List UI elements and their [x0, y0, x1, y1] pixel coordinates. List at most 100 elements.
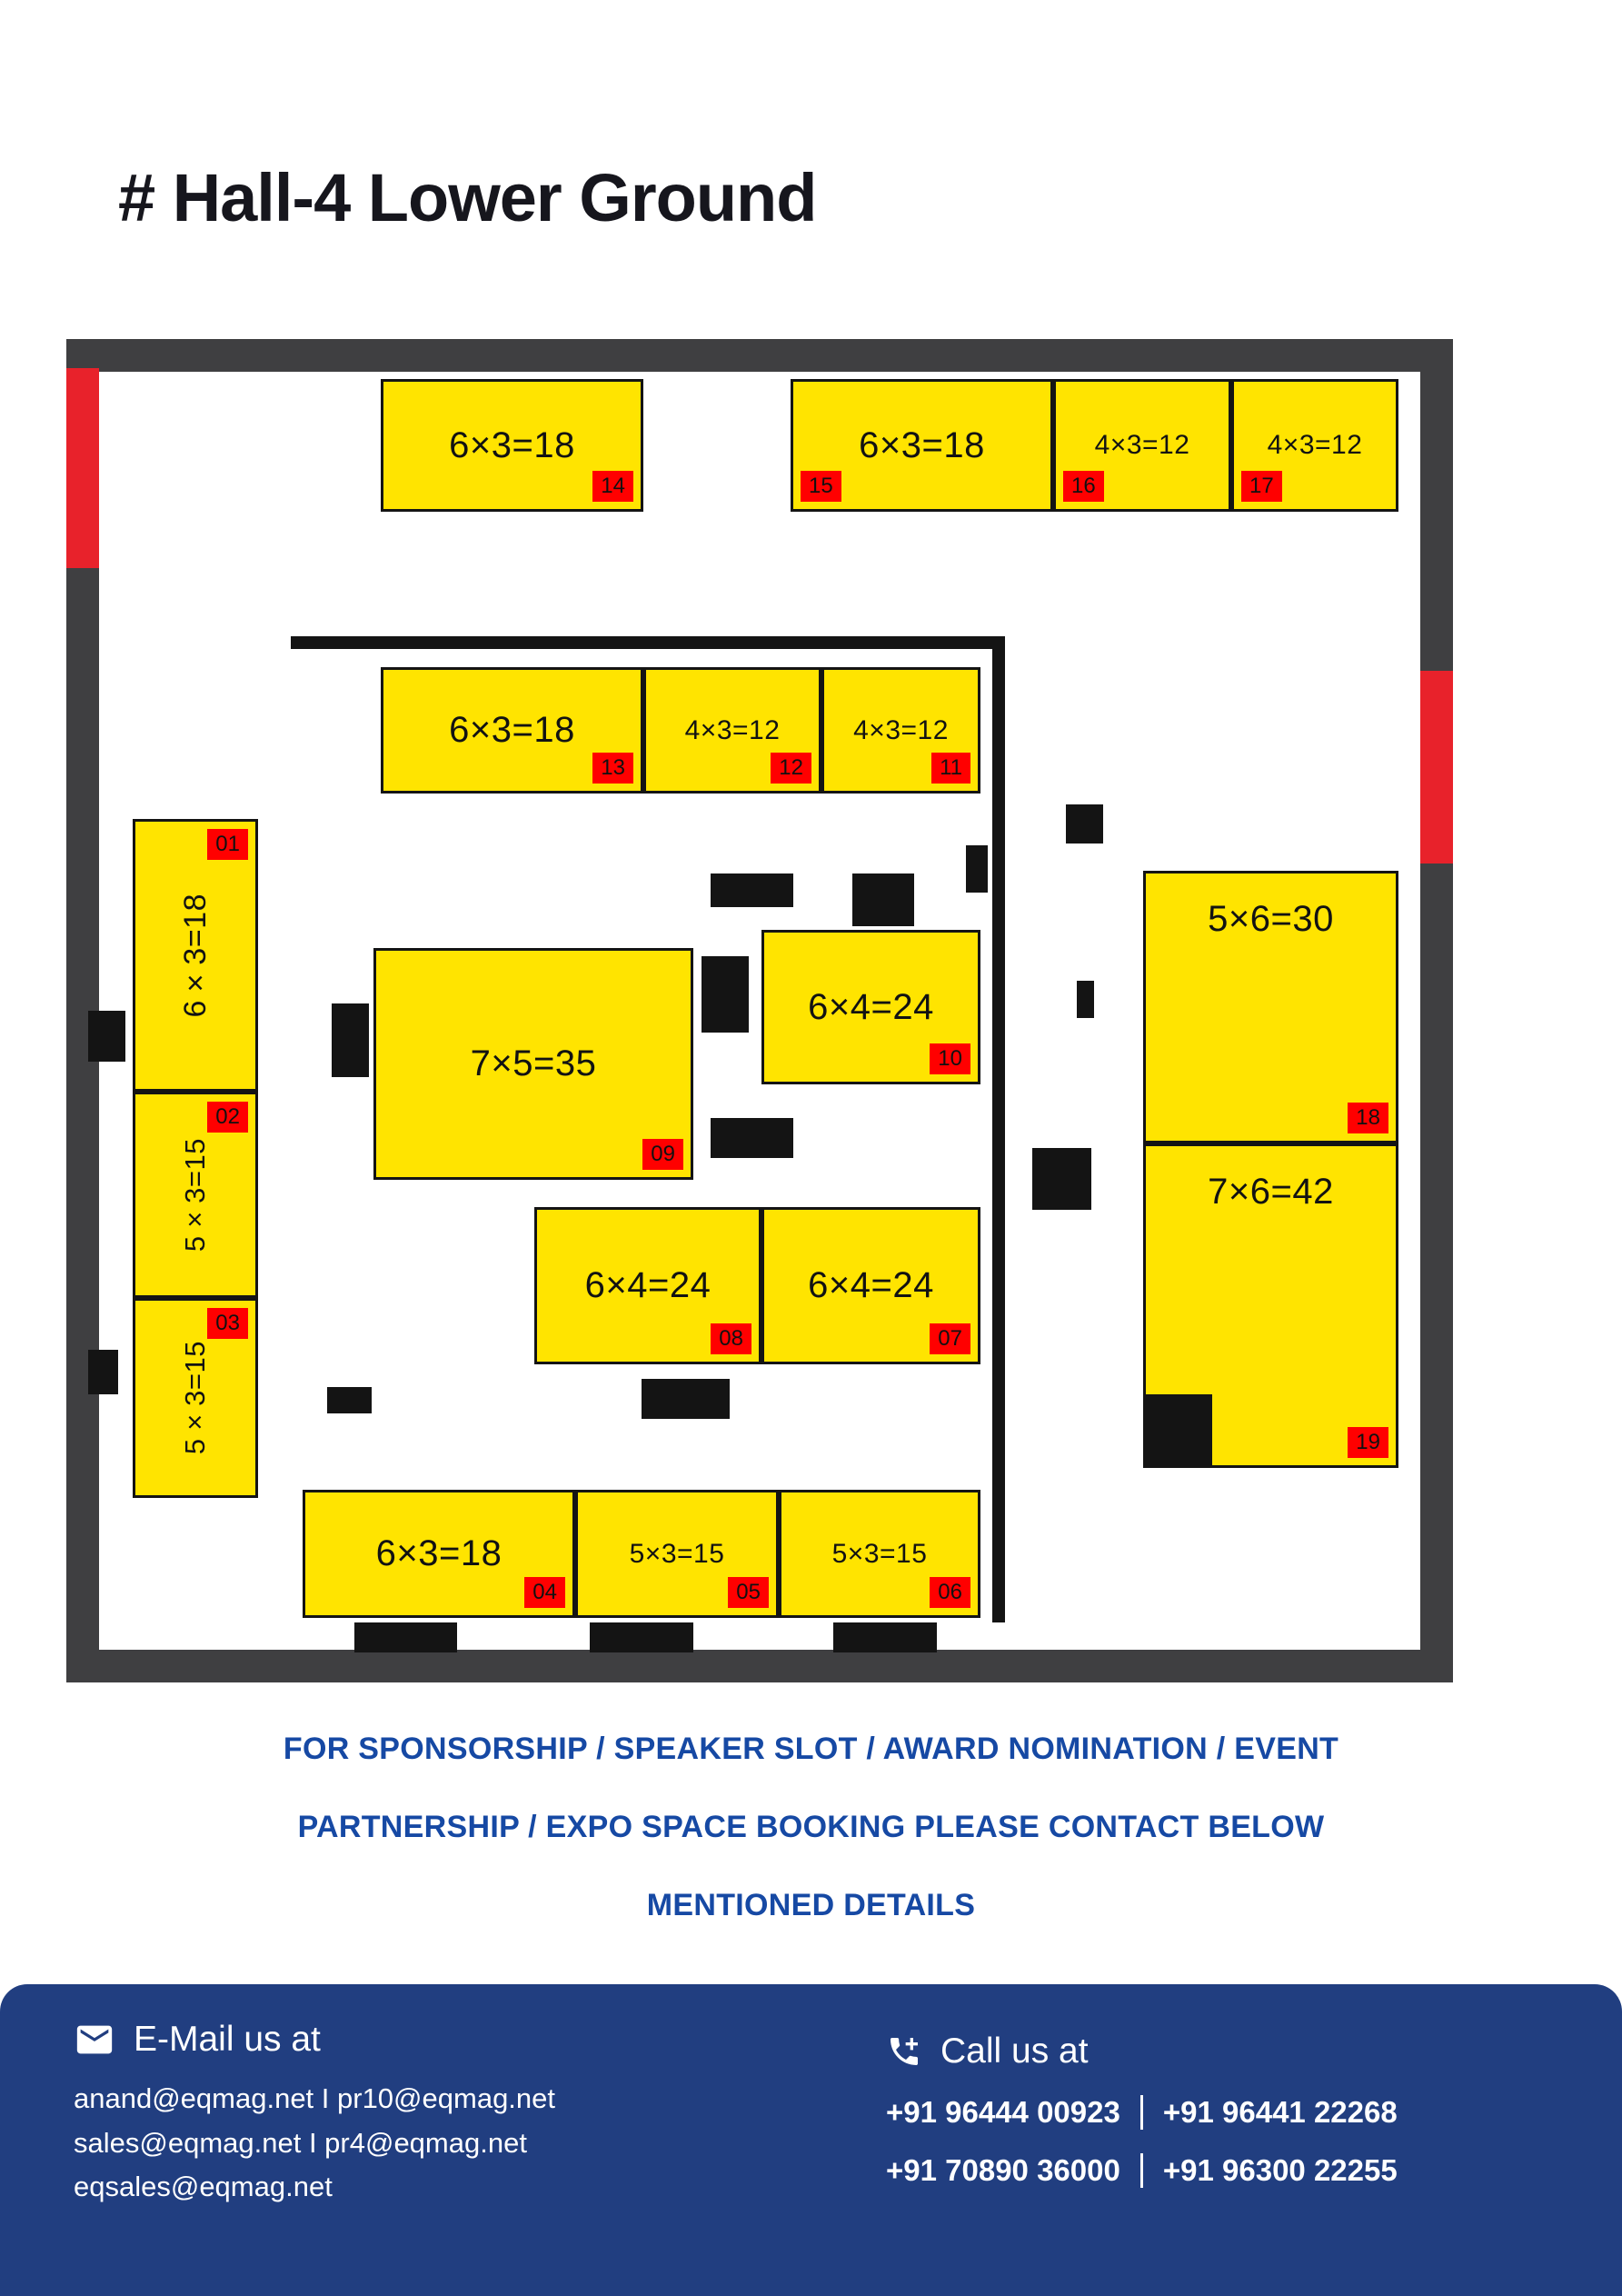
call-section: Call us at +91 96444 00923 +91 96441 222…: [886, 2031, 1398, 2188]
pillar-block: [702, 956, 749, 1033]
pillar-block: [354, 1622, 457, 1652]
booth-01: 6×3=18 01: [133, 819, 258, 1092]
email-heading-row: E-Mail us at: [74, 2019, 555, 2061]
booth-size-label: 7×5=35: [470, 1043, 597, 1083]
booth-number-badge: 05: [728, 1577, 769, 1608]
booth-number-badge: 11: [931, 753, 970, 784]
inner-wall-vertical: [992, 636, 1005, 1622]
booth-size-label: 6×3=18: [375, 1533, 503, 1573]
booth-02: 5×3=15 02: [133, 1092, 258, 1298]
booth-14: 6×3=18 14: [381, 379, 643, 512]
booth-size-label: 5×3=15: [629, 1538, 725, 1569]
booth-11: 4×3=12 11: [821, 667, 980, 794]
booth-number-badge: 08: [711, 1323, 751, 1354]
booth-size-label: 6×3=18: [859, 424, 985, 465]
phone-divider: [1139, 2095, 1143, 2130]
contact-footer: E-Mail us at anand@eqmag.net I pr10@eqma…: [0, 1984, 1622, 2296]
booth-size-label: 6×4=24: [584, 1265, 711, 1305]
booth-size-label: 5×6=30: [1208, 899, 1334, 939]
pillar-block: [88, 1011, 125, 1062]
booth-number-badge: 17: [1241, 471, 1282, 502]
envelope-icon: [74, 2019, 115, 2061]
booth-10: 6×4=24 10: [761, 930, 980, 1084]
inner-wall-horizontal: [291, 636, 1004, 649]
booth-number-badge: 12: [771, 753, 811, 784]
pillar-block: [711, 873, 793, 907]
email-line: eqsales@eqmag.net: [74, 2171, 333, 2203]
booth-size-label: 4×3=12: [1267, 430, 1363, 460]
booth-number-badge: 13: [592, 753, 633, 784]
phone-number: +91 96441 22268: [1162, 2095, 1398, 2129]
pillar-block: [833, 1622, 937, 1652]
booth-size-label: 4×3=12: [684, 714, 781, 745]
booth-number-badge: 06: [930, 1577, 970, 1608]
pillar-block: [88, 1350, 118, 1394]
booth-size-label: 7×6=42: [1208, 1172, 1334, 1212]
notice-line-3: MENTIONED DETAILS: [646, 1888, 976, 1922]
booth-size-label: 4×3=12: [853, 714, 949, 745]
booth-size-label: 5×3=15: [831, 1538, 928, 1569]
booth-04: 6×3=18 04: [303, 1490, 575, 1618]
booth-size-label: 6×3=18: [449, 424, 575, 465]
notice-line-2: PARTNERSHIP / EXPO SPACE BOOKING PLEASE …: [297, 1810, 1325, 1844]
booth-size-label: 6×4=24: [808, 986, 934, 1027]
booth-size-label: 5×3=15: [179, 1137, 211, 1253]
booth-size-label: 6×3=18: [177, 893, 213, 1018]
pillar-block: [1077, 981, 1094, 1018]
phone-number: +91 96444 00923: [886, 2095, 1120, 2129]
booth-number-badge: 07: [930, 1323, 970, 1354]
pillar-block: [642, 1379, 730, 1419]
pillar-block: [590, 1622, 693, 1652]
pillar-block: [1032, 1148, 1091, 1210]
booth-number-badge: 19: [1348, 1427, 1388, 1458]
phone-divider: [1139, 2153, 1143, 2188]
phone-number: +91 70890 36000: [886, 2153, 1120, 2187]
booth-number-badge: 16: [1063, 471, 1104, 502]
wall-red-accent-right: [1420, 671, 1453, 863]
booth-number-badge: 10: [930, 1043, 970, 1074]
pillar-block: [852, 873, 914, 926]
phone-row-2: +91 70890 36000 +91 96300 22255: [886, 2153, 1398, 2188]
pillar-block: [966, 845, 988, 893]
call-heading: Call us at: [940, 2031, 1089, 2071]
booth-number-badge: 04: [524, 1577, 565, 1608]
pillar-block: [711, 1118, 793, 1158]
booth-number-badge: 18: [1348, 1103, 1388, 1133]
booth-number-badge: 09: [642, 1139, 683, 1170]
page-title: # Hall-4 Lower Ground: [118, 160, 817, 235]
booth-15: 6×3=18 15: [791, 379, 1053, 512]
email-section: E-Mail us at anand@eqmag.net I pr10@eqma…: [74, 2019, 555, 2210]
booth-number-badge: 15: [801, 471, 841, 502]
phone-row-1: +91 96444 00923 +91 96441 22268: [886, 2095, 1398, 2130]
email-line: sales@eqmag.net I pr4@eqmag.net: [74, 2126, 527, 2159]
booth-17: 4×3=12 17: [1231, 379, 1398, 512]
pillar-block: [332, 1003, 369, 1077]
booth-number-badge: 14: [592, 471, 633, 502]
email-line: anand@eqmag.net I pr10@eqmag.net: [74, 2082, 556, 2114]
booth-size-label: 5×3=15: [179, 1341, 211, 1455]
booth-number-badge: 02: [207, 1102, 248, 1133]
phone-plus-icon: [886, 2033, 922, 2070]
wall-red-accent-left: [66, 368, 99, 568]
pillar-block: [1143, 1394, 1212, 1468]
phone-number: +91 96300 22255: [1162, 2153, 1398, 2187]
booth-12: 4×3=12 12: [643, 667, 821, 794]
pillar-block: [1066, 804, 1103, 844]
email-heading: E-Mail us at: [134, 2020, 321, 2059]
booth-number-badge: 01: [207, 829, 248, 860]
booth-18: 5×6=30 18: [1143, 871, 1398, 1143]
pillar-block: [327, 1387, 372, 1413]
contact-notice: FOR SPONSORSHIP / SPEAKER SLOT / AWARD N…: [0, 1732, 1622, 1966]
call-heading-row: Call us at: [886, 2031, 1398, 2071]
booth-number-badge: 03: [207, 1308, 248, 1339]
booth-09: 7×5=35 09: [373, 948, 693, 1180]
